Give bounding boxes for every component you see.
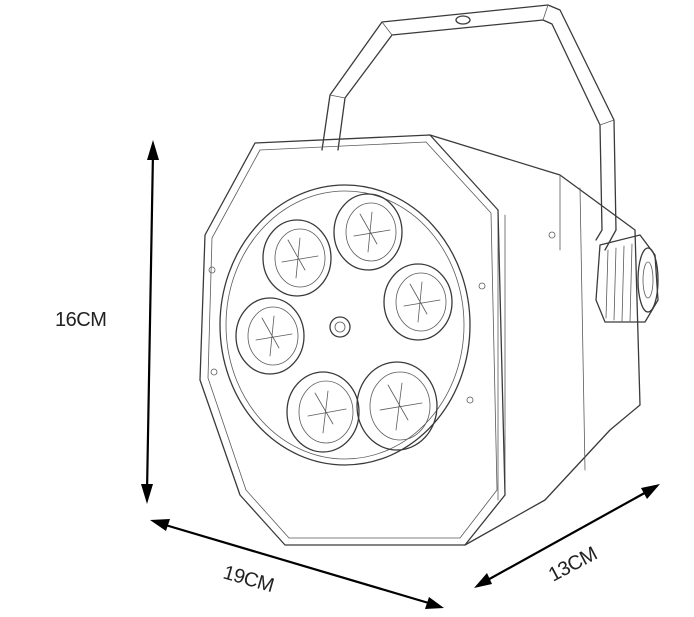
depth-label: 13CM: [545, 543, 601, 587]
center-sensor-icon: [329, 316, 351, 338]
led-lens: [356, 361, 438, 451]
width-arrow: [150, 519, 444, 609]
led-lens: [235, 297, 305, 375]
mounting-bracket: [321, 4, 617, 251]
led-lens: [383, 263, 453, 341]
lens-ring: [219, 184, 471, 466]
width-label: 19CM: [221, 562, 276, 597]
adjustment-knob: [595, 234, 659, 323]
housing-side: [429, 134, 641, 546]
lens-group: [235, 193, 453, 453]
led-lens: [262, 219, 332, 297]
led-lens: [286, 371, 360, 453]
led-lens: [333, 193, 403, 271]
height-label: 16CM: [55, 309, 106, 331]
depth-arrow: [474, 484, 660, 588]
height-arrow: [141, 140, 159, 504]
front-panel: [199, 134, 506, 546]
